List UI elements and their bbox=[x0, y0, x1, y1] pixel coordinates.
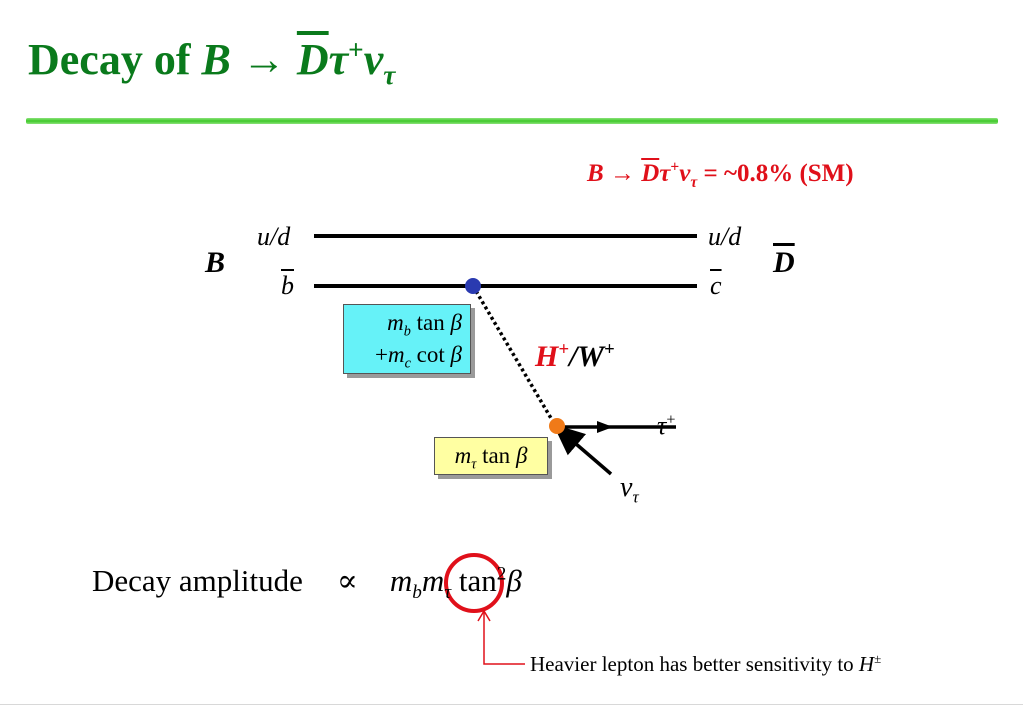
note-h: H bbox=[858, 652, 875, 676]
page-title: Decay of B → Dτ+ντ bbox=[28, 34, 395, 88]
sm-tau: τ bbox=[659, 160, 671, 187]
title-arrow: → bbox=[241, 35, 286, 84]
quark-coupling-box: mb tan β +mc cot β bbox=[343, 304, 471, 374]
sm-nu: ν bbox=[679, 160, 691, 187]
sm-branching-ratio: B → Dτ+ντ = ~0.8% (SM) bbox=[587, 158, 854, 191]
mc-sub: c bbox=[404, 355, 411, 372]
quark-vertex bbox=[465, 278, 481, 294]
quark-label-bbar: b bbox=[281, 271, 294, 300]
title-b-meson: B bbox=[201, 35, 231, 84]
boson-slash: / bbox=[568, 340, 578, 373]
lepton-coupling-box: mτ tan β bbox=[434, 437, 548, 475]
mc-beta: β bbox=[450, 342, 462, 367]
sm-value: = ~0.8% (SM) bbox=[697, 160, 854, 187]
title-prefix: Decay of bbox=[28, 35, 202, 84]
callout-line bbox=[483, 612, 525, 665]
b-meson-label: B bbox=[205, 246, 226, 279]
boson-propagator bbox=[471, 285, 557, 426]
amp-m2: m bbox=[421, 563, 445, 598]
mb-beta: β bbox=[450, 310, 462, 335]
lepton-vertex bbox=[549, 418, 565, 434]
sm-b: B bbox=[587, 160, 604, 187]
tau-out: τ bbox=[657, 411, 667, 440]
mtau-sub: τ bbox=[471, 456, 477, 473]
note-charge: ± bbox=[874, 651, 882, 666]
amp-tan: tan bbox=[458, 563, 497, 598]
title-nu-sub: τ bbox=[383, 59, 396, 90]
amp-power: 2 bbox=[496, 563, 507, 585]
boson-w-charge: + bbox=[603, 339, 615, 360]
highlight-circle bbox=[444, 553, 504, 613]
title-nu: ν bbox=[363, 35, 384, 84]
nu-out-label: ντ bbox=[620, 472, 639, 507]
bottom-divider bbox=[0, 704, 1023, 705]
boson-h: H bbox=[535, 340, 559, 373]
sensitivity-note: Heavier lepton has better sensitivity to… bbox=[530, 652, 881, 677]
coupling-line-1: mb tan β bbox=[352, 307, 462, 339]
dbar-meson-label: D bbox=[773, 246, 795, 279]
amp-m1: m bbox=[389, 563, 413, 598]
amp-beta: β bbox=[506, 563, 522, 598]
mb-tan: tan bbox=[410, 310, 451, 335]
note-text: Heavier lepton has better sensitivity to bbox=[530, 652, 859, 676]
mtau-tan: tan bbox=[476, 443, 516, 468]
nu-out: ν bbox=[620, 472, 633, 503]
quark-label-top-right: u/d bbox=[708, 222, 742, 251]
mc-cot: cot bbox=[410, 342, 451, 367]
quark-label-top-left: u/d bbox=[257, 222, 291, 251]
amp-sub1: b bbox=[412, 582, 422, 604]
quark-label-cbar: c bbox=[710, 271, 722, 300]
title-tau-charge: + bbox=[348, 34, 364, 65]
tau-out-charge: + bbox=[666, 411, 676, 429]
amplitude-label: Decay amplitude bbox=[92, 563, 303, 598]
proportional-symbol: ∝ bbox=[336, 563, 358, 598]
callout-arrowhead bbox=[477, 609, 491, 622]
boson-label: H+/W+ bbox=[535, 340, 615, 374]
decay-amplitude-formula: Decay amplitude∝mbmτ tan2β bbox=[92, 563, 522, 602]
mc-m: m bbox=[387, 342, 405, 367]
title-underline bbox=[26, 118, 998, 124]
nu-out-sub: τ bbox=[632, 487, 639, 507]
neutrino-line bbox=[553, 424, 613, 476]
sm-tau-charge: + bbox=[670, 158, 680, 176]
boson-h-charge: + bbox=[558, 339, 569, 360]
amp-sub2: τ bbox=[444, 582, 452, 604]
title-tau: τ bbox=[328, 35, 349, 84]
sm-nu-sub: τ bbox=[690, 174, 698, 191]
coupling-line-2: +mc cot β bbox=[352, 339, 462, 371]
mtau-beta: β bbox=[515, 443, 528, 468]
mb-m: m bbox=[387, 310, 404, 335]
sm-dbar: D bbox=[641, 160, 660, 187]
mb-sub: b bbox=[403, 323, 411, 340]
title-dbar-meson: D bbox=[296, 35, 329, 84]
tau-arrow-icon bbox=[597, 421, 613, 433]
mc-plus: + bbox=[374, 342, 388, 367]
boson-w: W bbox=[577, 340, 604, 373]
sm-arrow: → bbox=[609, 160, 635, 187]
mtau-m: m bbox=[454, 443, 472, 468]
tau-out-label: τ+ bbox=[657, 411, 675, 441]
